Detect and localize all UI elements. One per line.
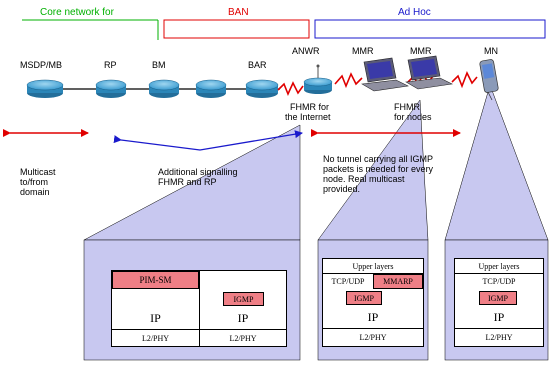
wireless-link-icon: [334, 72, 363, 89]
anwr-protocol-stack: PIM-SM IGMP IP IP L2/PHY L2/PHY: [111, 270, 287, 347]
core-header-label: Core network for: [40, 7, 114, 18]
tunnel-note-line4: provided.: [323, 184, 361, 194]
signalling-arrow: [113, 130, 303, 151]
l2-phy-layer: L2/PHY: [141, 333, 170, 343]
igmp-layer: IGMP: [346, 291, 382, 305]
node-label-bar: BAR: [248, 60, 267, 70]
router-icon: [245, 79, 279, 98]
tcp-udp-layer: TCP/UDP: [331, 277, 365, 286]
node-label-mn: MN: [484, 46, 498, 56]
igmp-layer: IGMP: [479, 291, 517, 305]
tunnel-note-line3: node. Real multicast: [323, 174, 405, 184]
node-label-rp: RP: [104, 60, 117, 70]
tcp-udp-layer: TCP/UDP: [482, 277, 516, 286]
wireless-link-icon: [451, 71, 478, 89]
igmp-layer: IGMP: [223, 292, 264, 306]
node-label-mmr1: MMR: [352, 46, 374, 56]
ban-header-label: BAN: [228, 7, 249, 18]
router-icon: [26, 79, 64, 98]
router-icon: [195, 79, 227, 98]
ip-layer: IP: [493, 309, 505, 324]
signalling-note-line1: Additional signalling: [158, 167, 238, 177]
adhoc-header-label: Ad Hoc: [398, 7, 431, 18]
fhmr-nodes-line1: FHMR: [394, 102, 420, 112]
fhmr-nodes-line2: for nodes: [394, 112, 432, 122]
multicast-note-line2: to/from: [20, 177, 49, 187]
laptop-icon: [405, 55, 453, 90]
multicast-note-line1: Multicast: [20, 167, 56, 177]
signalling-note-line2: FHMR and RP: [158, 177, 217, 187]
node-label-bm: BM: [152, 60, 166, 70]
l2-phy-layer: L2/PHY: [485, 333, 513, 342]
mn-protocol-stack: Upper layers TCP/UDP IGMP IP L2/PHY: [454, 258, 544, 347]
node-label-anwr: ANWR: [292, 46, 320, 56]
router-icon: [148, 79, 180, 98]
router-icon: [95, 79, 127, 98]
ip-layer: IP: [367, 309, 379, 324]
ip-layer: IP: [150, 310, 161, 325]
fhmr-internet-line2: the Internet: [285, 112, 331, 122]
mmarp-layer: MMARP: [373, 274, 423, 289]
l2-phy-layer: L2/PHY: [229, 333, 257, 343]
node-label-mmr2: MMR: [410, 46, 432, 56]
multicast-note-line3: domain: [20, 187, 50, 197]
tunnel-note-line2: packets is needed for every: [323, 164, 434, 174]
laptop-icon: [361, 57, 409, 92]
ban-header-box: [163, 19, 310, 39]
l2-phy-layer: L2/PHY: [359, 333, 387, 342]
mn-callout: [444, 84, 549, 241]
pda-icon: [479, 59, 499, 101]
upper-layers: Upper layers: [478, 261, 520, 271]
wireless-link-icon: [277, 81, 304, 97]
tunnel-note-line1: No tunnel carrying all IGMP: [323, 154, 434, 164]
pim-sm-layer: PIM-SM: [112, 271, 199, 289]
adhoc-header-box: [314, 19, 546, 39]
fhmr-internet-line1: FHMR for: [290, 102, 329, 112]
mmr-protocol-stack: Upper layers TCP/UDP MMARP IGMP IP L2/PH…: [322, 258, 424, 347]
antenna-icon: [303, 64, 333, 94]
node-label-msdp: MSDP/MB: [20, 60, 63, 70]
ip-layer: IP: [237, 310, 249, 325]
upper-layers: Upper layers: [352, 261, 394, 271]
